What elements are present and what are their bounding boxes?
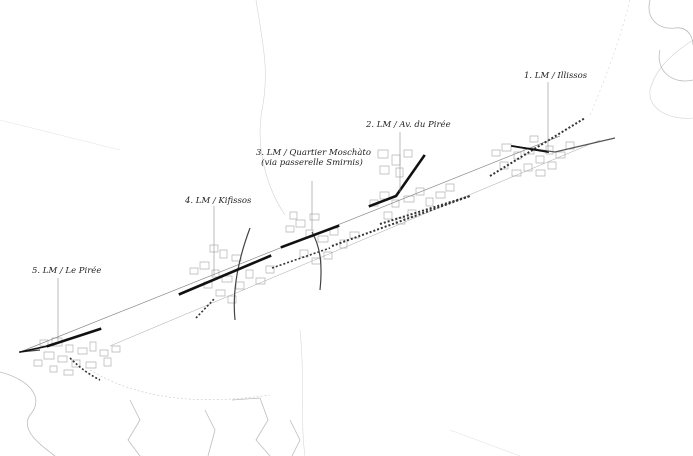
segment-kifissos bbox=[178, 254, 272, 296]
local-roads bbox=[19, 227, 322, 353]
urban-fabric bbox=[33, 135, 575, 376]
dashed-tracks bbox=[69, 117, 586, 381]
station-name-piree: 5. LM / Le Pirée bbox=[32, 266, 102, 276]
station-name-kifissos: 4. LM / Kifissos bbox=[185, 196, 252, 206]
segment-piree bbox=[46, 327, 102, 348]
segment-illissos bbox=[510, 144, 550, 154]
harbour-outline bbox=[0, 371, 301, 456]
station-label-kifissos: 4. LM / Kifissos bbox=[185, 196, 251, 206]
station-label-illissos: 1. LM / Illissos bbox=[524, 71, 587, 81]
leader-lines bbox=[57, 82, 549, 342]
segment-moschato bbox=[280, 224, 340, 249]
new-line-segments bbox=[19, 144, 550, 353]
station-note-moschato: (via passerelle Smirnis) bbox=[261, 158, 363, 168]
station-label-moschato: 3. LM / Quartier Moschàto (via passerell… bbox=[256, 148, 371, 168]
coast-top-right bbox=[648, 0, 693, 82]
segment-av-piree bbox=[368, 154, 426, 208]
station-name-illissos: 1. LM / Illissos bbox=[524, 71, 588, 81]
station-name-moschato: 3. LM / Quartier Moschàto bbox=[256, 148, 371, 158]
station-label-piree: 5. LM / Le Pirée bbox=[32, 266, 101, 276]
station-label-av-piree: 2. LM / Av. du Pirée bbox=[366, 120, 451, 130]
station-name-av-piree: 2. LM / Av. du Pirée bbox=[366, 120, 451, 130]
